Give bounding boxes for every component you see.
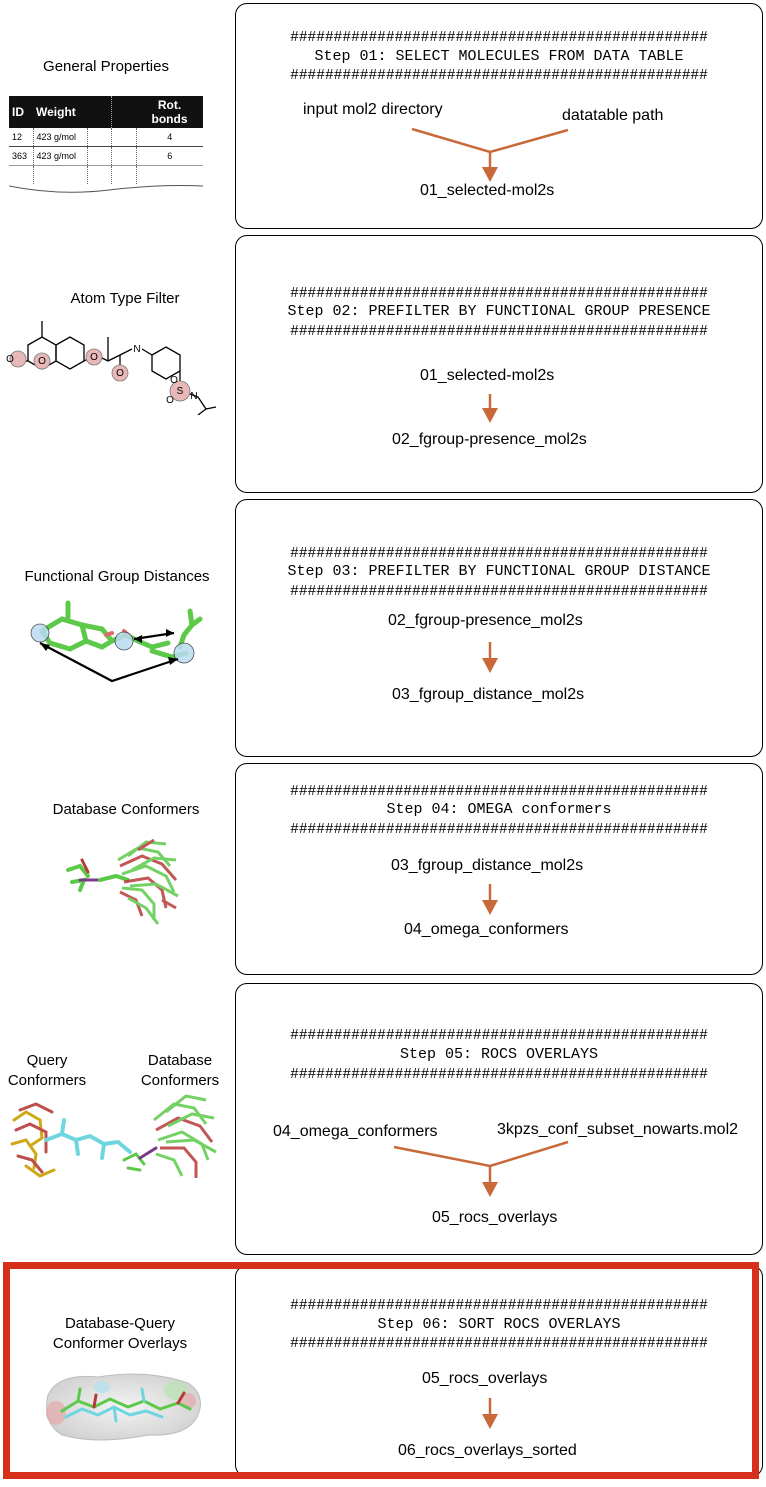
step-01-box: ########################################… — [235, 3, 763, 229]
hash-line: ########################################… — [290, 286, 708, 302]
atom-o: O — [170, 375, 178, 386]
step-01-input-1: input mol2 directory — [303, 101, 443, 118]
step-05-title: Step 05: ROCS OVERLAYS — [399, 1046, 599, 1063]
properties-table: ID Weight Rot. bonds 12 423 g/mol 4 363 … — [9, 96, 203, 198]
step-03-input: 02_fgroup-presence_mol2s — [388, 612, 583, 629]
table-row: 363 423 g/mol 6 — [9, 146, 203, 166]
step-03-output: 03_fgroup_distance_mol2s — [392, 686, 585, 703]
database-conformers-label-line1: Database — [147, 1052, 213, 1069]
hash-line: ########################################… — [290, 546, 708, 562]
table-cell — [87, 128, 112, 147]
table-row: 12 423 g/mol 4 — [9, 128, 203, 147]
database-conformers-label-line2: Conformers — [140, 1072, 220, 1089]
table-cell — [111, 146, 137, 166]
table-cell: 423 g/mol — [33, 146, 88, 166]
atom-o: O — [116, 368, 124, 379]
atom-s: S — [177, 386, 184, 397]
step-06-output: 06_rocs_overlays_sorted — [398, 1442, 577, 1459]
table-cell: 4 — [136, 128, 203, 147]
table-cell: 363 — [9, 146, 34, 166]
step-03-box: ########################################… — [235, 499, 763, 757]
table-cell — [33, 165, 88, 184]
atom-o: O — [166, 395, 174, 406]
step-03-title: Step 03: PREFILTER BY FUNCTIONAL GROUP D… — [287, 563, 711, 580]
step-02-box: ########################################… — [235, 235, 763, 493]
table-header — [111, 96, 136, 128]
table-cell: 12 — [9, 128, 34, 147]
step-04-arrow — [482, 884, 498, 915]
step-02-arrow — [482, 394, 498, 423]
step-05-box: ########################################… — [235, 983, 763, 1255]
step-05-input-1: 04_omega_conformers — [273, 1123, 438, 1140]
overlays-label: Database-Query Conformer Overlays — [0, 1314, 240, 1354]
step-02-title: Step 02: PREFILTER BY FUNCTIONAL GROUP P… — [287, 303, 711, 320]
step-01-merge-arrow — [411, 127, 569, 182]
table-header: ID — [9, 96, 33, 128]
database-conformers-label-2: Database Conformers — [132, 1051, 228, 1091]
atom-o: O — [38, 356, 46, 367]
functional-group-molecule — [30, 600, 203, 683]
table-cell: 6 — [136, 146, 203, 166]
overlay-surface-image — [46, 1373, 201, 1441]
table-cell — [9, 165, 34, 184]
atom-type-filter-label: Atom Type Filter — [70, 290, 180, 307]
table-cell — [87, 165, 112, 184]
query-conformers-label-line1: Query — [26, 1052, 68, 1069]
query-database-conformers-image — [10, 1094, 217, 1178]
hash-line: ########################################… — [290, 1336, 708, 1352]
step-04-input: 03_fgroup_distance_mol2s — [391, 857, 584, 874]
step-05-merge-arrow — [393, 1140, 569, 1197]
atom-type-molecule: O O O O N S O O N — [6, 321, 217, 415]
hash-line: ########################################… — [290, 1067, 708, 1083]
atom-n: N — [133, 344, 140, 355]
step-06-arrow — [482, 1398, 498, 1429]
step-01-input-2: datatable path — [562, 107, 664, 124]
table-header: Weight — [33, 96, 87, 128]
step-01-output: 01_selected-mol2s — [420, 182, 555, 199]
overlays-label-line1: Database-Query — [64, 1315, 176, 1332]
table-cell: 423 g/mol — [33, 128, 88, 147]
step-02-output: 02_fgroup-presence_mol2s — [392, 431, 587, 448]
hash-line: ########################################… — [290, 784, 708, 800]
query-conformers-label: Query Conformers — [0, 1051, 94, 1091]
step-01-title: Step 01: SELECT MOLECULES FROM DATA TABL… — [314, 48, 684, 65]
step-02-input: 01_selected-mol2s — [420, 367, 555, 384]
general-properties-label: General Properties — [43, 58, 169, 75]
overlays-label-line2: Conformer Overlays — [52, 1335, 188, 1352]
table-cell — [111, 165, 137, 184]
atom-o: O — [90, 352, 98, 363]
table-header — [87, 96, 112, 128]
step-03-arrow — [482, 642, 498, 673]
hash-line: ########################################… — [290, 1298, 708, 1314]
hash-line: ########################################… — [290, 324, 708, 340]
functional-group-distances-label: Functional Group Distances — [24, 568, 210, 585]
step-06-input: 05_rocs_overlays — [422, 1370, 548, 1387]
step-05-output: 05_rocs_overlays — [432, 1209, 558, 1226]
step-04-output: 04_omega_conformers — [404, 921, 569, 938]
step-05-input-2: 3kpzs_conf_subset_nowarts.mol2 — [497, 1121, 739, 1138]
table-cell — [87, 146, 112, 166]
torn-edge — [9, 185, 203, 193]
database-conformers-image — [66, 838, 179, 925]
highlight-frame — [3, 1262, 759, 1479]
table-header: Rot. bonds — [136, 96, 203, 128]
hash-line: ########################################… — [290, 68, 708, 84]
table-cell — [136, 166, 203, 185]
database-conformers-label: Database Conformers — [52, 801, 200, 818]
query-conformers-label-line2: Conformers — [7, 1072, 87, 1089]
step-04-box: ########################################… — [235, 763, 763, 975]
atom-n: N — [190, 391, 197, 402]
table-cell — [111, 128, 137, 147]
hash-line: ########################################… — [290, 584, 708, 600]
hash-line: ########################################… — [290, 30, 708, 46]
table-header-row: ID Weight Rot. bonds — [9, 96, 203, 128]
hash-line: ########################################… — [290, 822, 708, 838]
atom-o: O — [6, 354, 14, 365]
hash-line: ########################################… — [290, 1028, 708, 1044]
table-row — [9, 165, 203, 185]
step-06-title: Step 06: SORT ROCS OVERLAYS — [377, 1316, 621, 1333]
step-04-title: Step 04: OMEGA conformers — [386, 801, 612, 818]
